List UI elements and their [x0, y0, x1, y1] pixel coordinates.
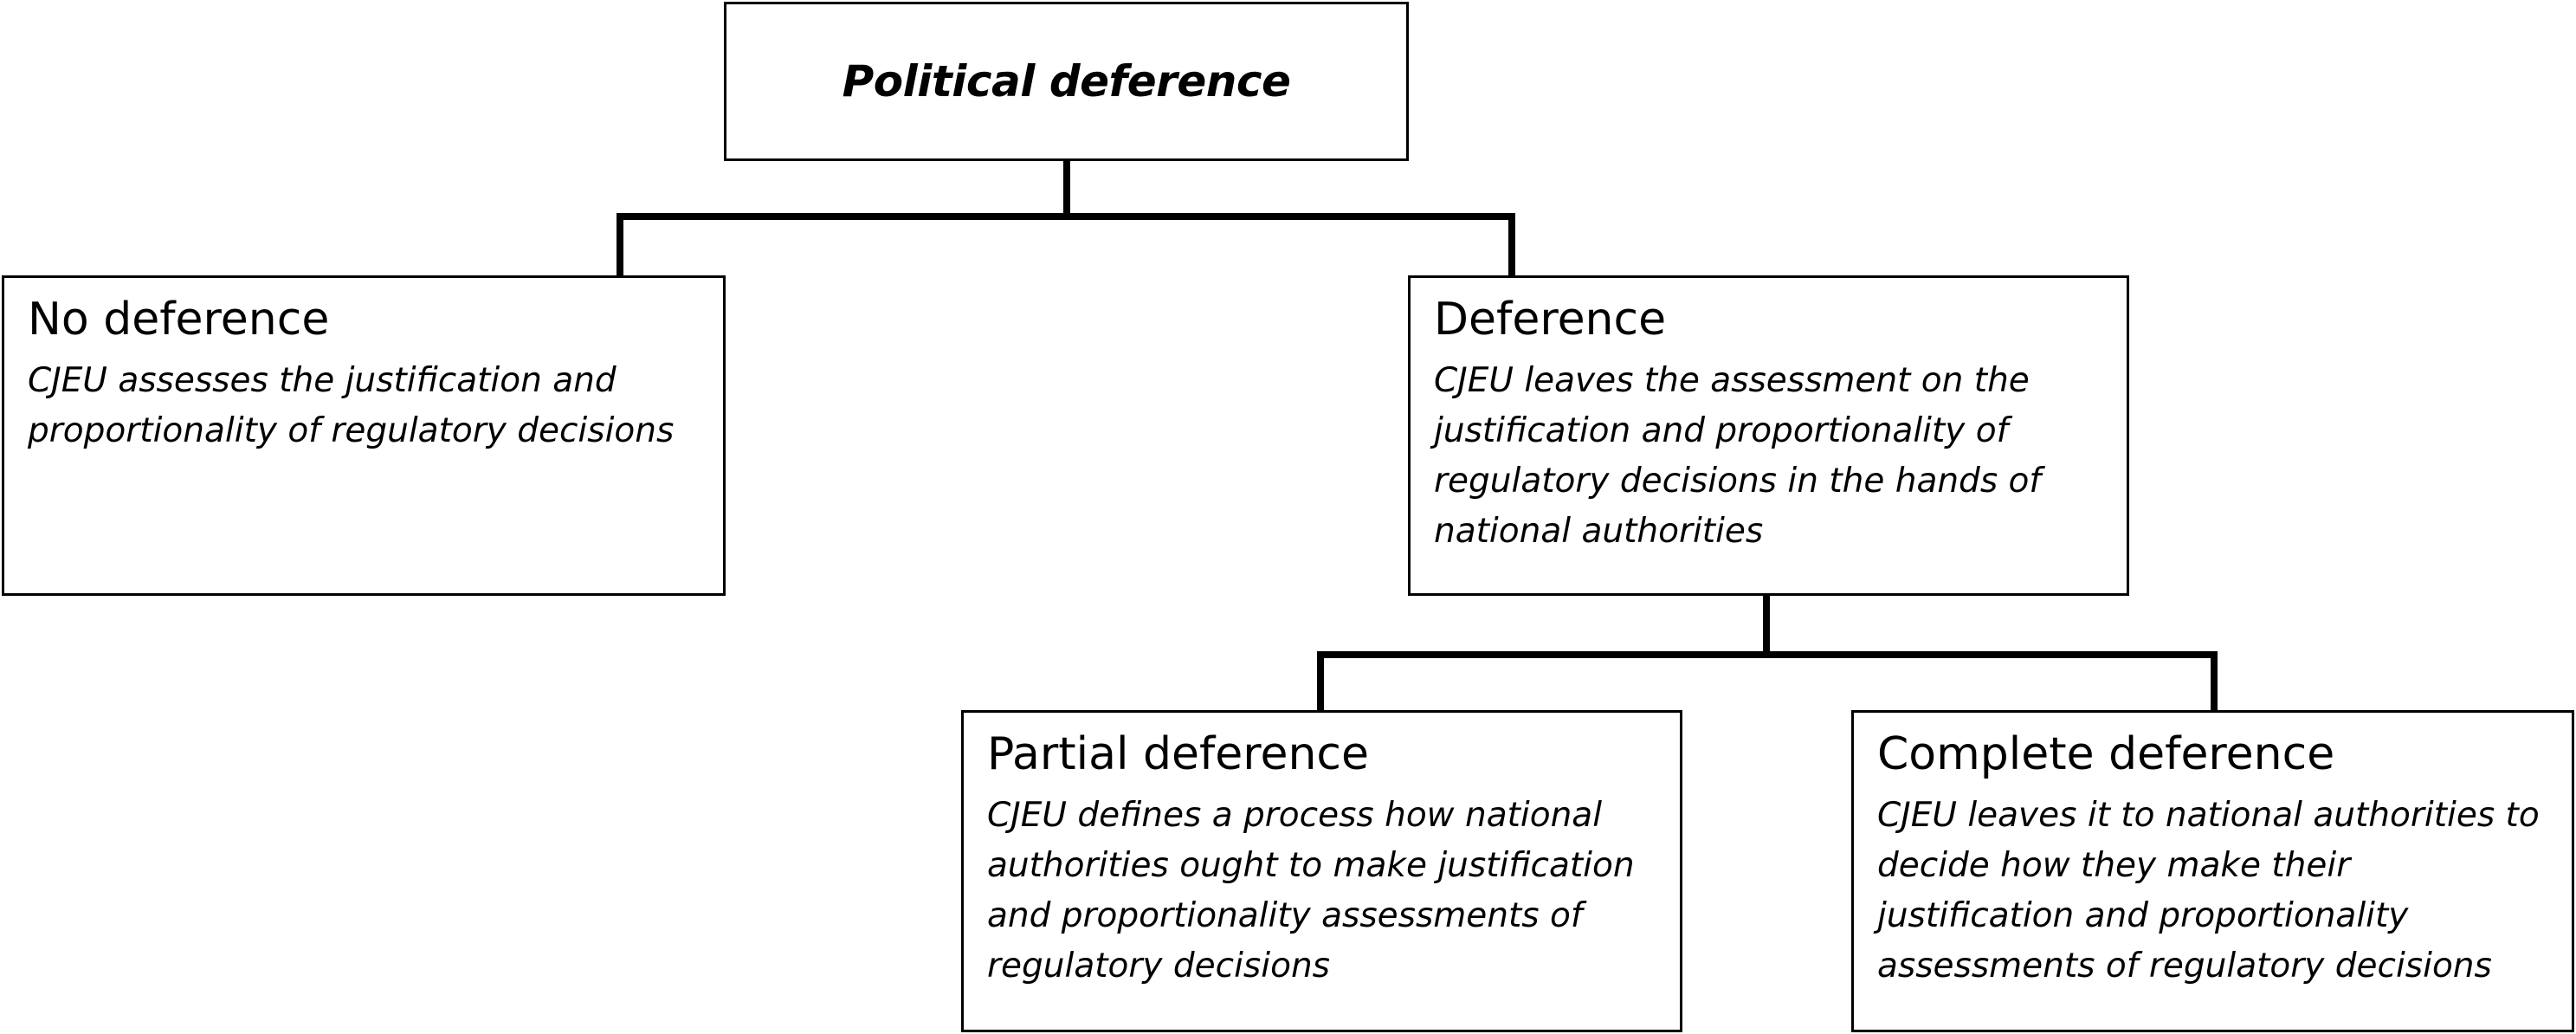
description-line: CJEU leaves it to national authorities t…	[1877, 796, 2540, 835]
description-line: regulatory decisions in the hands of	[1434, 462, 2042, 501]
description-line: national authorities	[1434, 512, 1764, 551]
root-node-title: Political deference	[842, 56, 1291, 107]
node-deference: Deference CJEU leaves the assessment on …	[1408, 275, 2129, 596]
node-description: CJEU assesses the justification and prop…	[28, 356, 723, 456]
connector-deference-to-level2	[1317, 592, 2218, 714]
node-partial-deference: Partial deference CJEU defines a process…	[961, 710, 1682, 1032]
description-line: CJEU leaves the assessment on the	[1434, 361, 2030, 400]
node-title: No deference	[28, 294, 330, 346]
node-description: CJEU leaves the assessment on the justif…	[1434, 356, 2127, 557]
node-title: Deference	[1434, 294, 1667, 346]
description-line: decide how they make their	[1877, 846, 2351, 885]
description-line: and proportionality assessments of	[987, 896, 1583, 935]
root-node-political-deference: Political deference	[724, 2, 1409, 161]
description-line: CJEU assesses the justification and	[28, 361, 617, 400]
node-no-deference: No deference CJEU assesses the justifica…	[2, 275, 726, 596]
node-complete-deference: Complete deference CJEU leaves it to nat…	[1851, 710, 2574, 1032]
description-line: assessments of regulatory decisions	[1877, 947, 2492, 986]
description-line: justification and proportionality	[1877, 896, 2409, 935]
description-line: CJEU defines a process how national	[987, 796, 1603, 835]
node-title: Partial deference	[987, 728, 1370, 780]
description-line: justification and proportionality of	[1434, 411, 2009, 450]
description-line: proportionality of regulatory decisions	[28, 411, 675, 450]
node-description: CJEU defines a process how national auth…	[987, 791, 1680, 992]
description-line: authorities ought to make justification	[987, 846, 1635, 885]
description-line: regulatory decisions	[987, 947, 1330, 986]
node-description: CJEU leaves it to national authorities t…	[1877, 791, 2572, 992]
node-title: Complete deference	[1877, 728, 2335, 780]
connector-root-to-level1	[617, 158, 1515, 279]
